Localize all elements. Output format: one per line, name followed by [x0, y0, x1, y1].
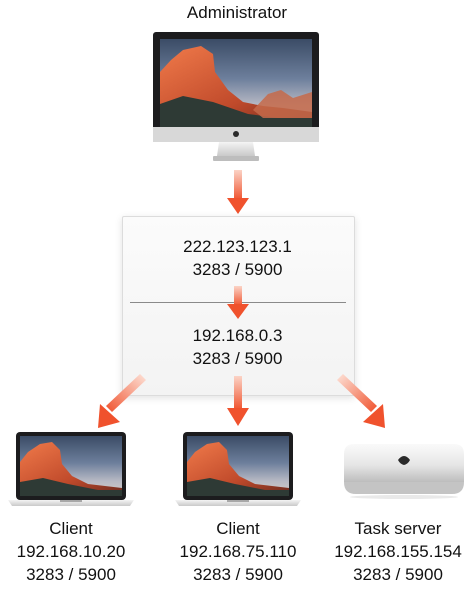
client-2-ip: 192.168.75.110: [179, 542, 297, 561]
imac-icon: [153, 32, 323, 167]
arrow-admin-to-router: [226, 170, 250, 216]
arrow-router-to-task-server: [333, 370, 393, 432]
router-public-ports: 3283 / 5900: [192, 260, 283, 279]
task-server-ip: 192.168.155.154: [334, 542, 462, 561]
admin-label: Administrator: [186, 3, 288, 22]
client-1-ports: 3283 / 5900: [26, 565, 116, 584]
task-server-ports: 3283 / 5900: [353, 565, 443, 584]
macbook-icon: [8, 432, 134, 508]
router-private-ip: 192.168.0.3: [192, 326, 283, 345]
client-1-label: Client: [49, 519, 93, 538]
arrow-router-to-client-1: [90, 370, 150, 432]
router-public-ip: 222.123.123.1: [183, 237, 292, 256]
arrow-router-to-client-2: [226, 376, 250, 428]
mac-mini-icon: [338, 438, 470, 500]
arrow-router-internal: [226, 286, 250, 320]
router-private-ports: 3283 / 5900: [192, 349, 283, 368]
client-2-label: Client: [216, 519, 260, 538]
task-server-label: Task server: [354, 519, 442, 538]
client-1-ip: 192.168.10.20: [16, 542, 126, 561]
client-2-ports: 3283 / 5900: [193, 565, 283, 584]
macbook-icon: [175, 432, 301, 508]
